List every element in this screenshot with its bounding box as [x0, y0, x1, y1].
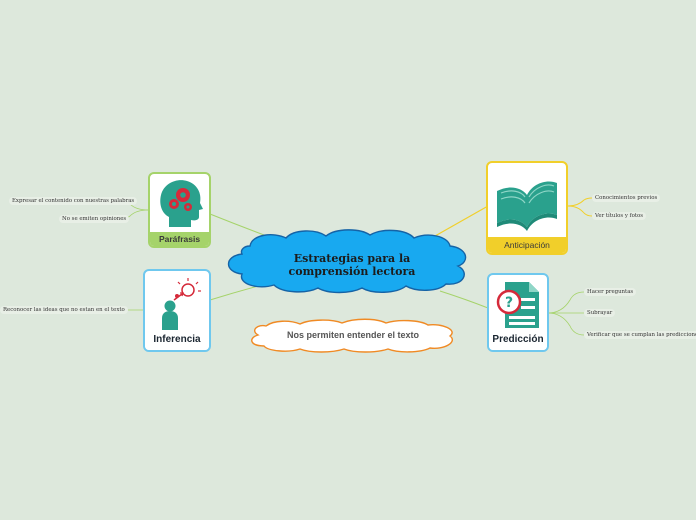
question-document-icon: ?: [496, 281, 539, 328]
head-gears-icon: [159, 180, 203, 227]
branch-inferencia[interactable]: Inferencia: [143, 269, 211, 352]
branch-anticipacion[interactable]: Anticipación: [486, 161, 568, 255]
central-cloud-shape: [227, 229, 467, 294]
leaf-anticipacion-2[interactable]: Ver títulos y fotos: [592, 212, 647, 220]
branch-parafrasis-image: [150, 174, 209, 232]
leaf-prediccion-2[interactable]: Subrayar: [584, 309, 616, 317]
note-cloud-shape: [251, 318, 453, 353]
branch-prediccion-label: Predicción: [489, 332, 547, 350]
person-lightbulb-icon: [162, 277, 201, 330]
branch-anticipacion-label: Anticipación: [488, 237, 566, 253]
svg-text:?: ?: [505, 295, 513, 311]
branch-inferencia-label: Inferencia: [145, 332, 209, 350]
leaf-inferencia-1[interactable]: Reconocer las ideas que no estan en el t…: [0, 306, 128, 314]
leaf-parafrasis-1[interactable]: Expresar el contenido con nuestras palab…: [9, 197, 138, 205]
branch-parafrasis[interactable]: Paráfrasis: [148, 172, 211, 248]
note-text[interactable]: Nos permiten entender el texto: [286, 330, 420, 340]
leaf-prediccion-1[interactable]: Hacer preguntas: [584, 288, 637, 296]
branch-prediccion[interactable]: ? Predicción: [487, 273, 549, 352]
branch-anticipacion-image: [488, 163, 566, 237]
central-topic-title[interactable]: Estrategias para la comprensión lectora: [288, 252, 416, 278]
branch-prediccion-image: ?: [489, 275, 547, 332]
leaf-prediccion-3[interactable]: Verificar que se cumplan las prediccione…: [584, 331, 696, 339]
leaf-anticipacion-1[interactable]: Conocimientos previos: [592, 194, 661, 202]
branch-inferencia-image: [145, 271, 209, 332]
branch-parafrasis-label: Paráfrasis: [150, 232, 209, 246]
leaf-parafrasis-2[interactable]: No se emiten opiniones: [59, 215, 130, 223]
open-book-icon: [497, 181, 557, 231]
